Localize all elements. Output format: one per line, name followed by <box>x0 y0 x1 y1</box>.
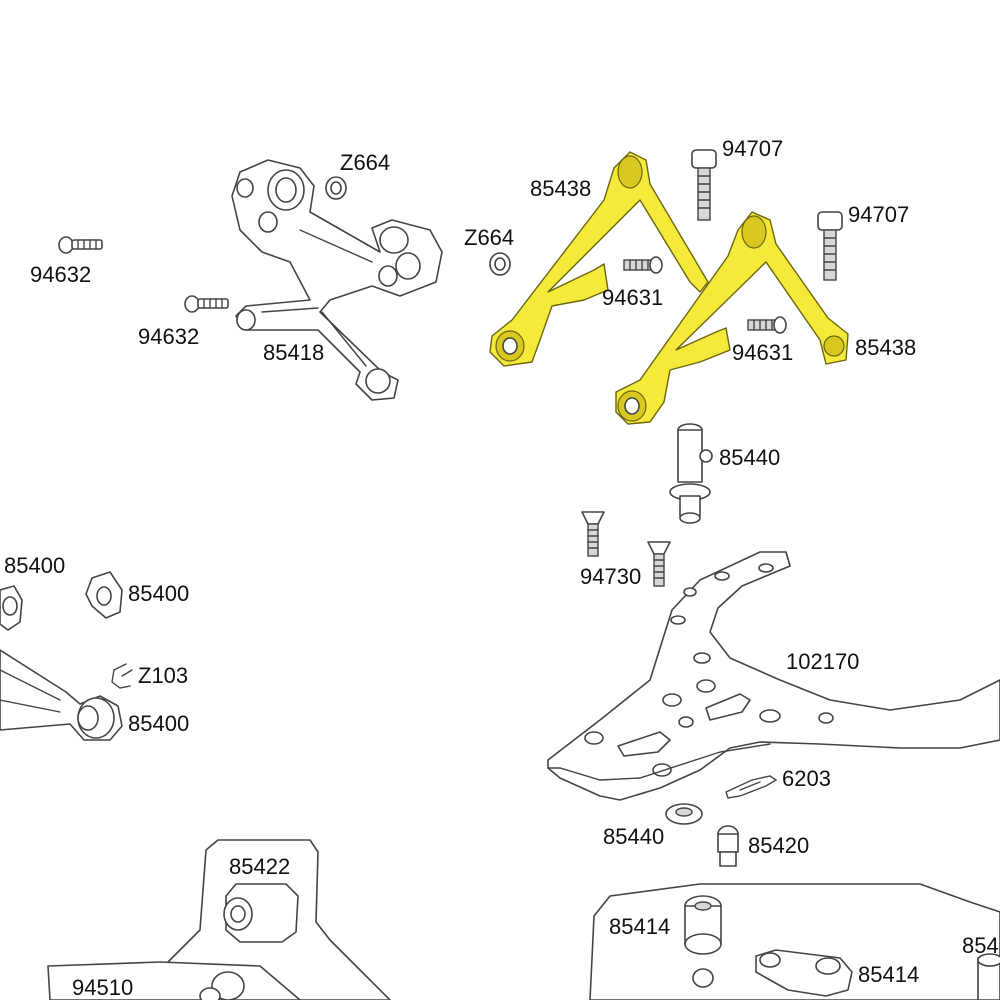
part-94730-screw-a[interactable] <box>581 511 605 557</box>
part-z103-clip[interactable] <box>111 663 133 689</box>
part-85414-post[interactable] <box>684 895 722 988</box>
label-94707-a[interactable]: 94707 <box>722 136 784 161</box>
part-94631-screw-b[interactable] <box>747 316 787 334</box>
label-85418[interactable]: 85418 <box>263 340 325 365</box>
label-85420[interactable]: 85420 <box>748 833 810 858</box>
label-z103[interactable]: Z103 <box>138 663 189 688</box>
label-85414-a[interactable]: 85414 <box>609 914 671 939</box>
part-94632-screw-b[interactable] <box>184 295 229 313</box>
part-94707-screw-a[interactable] <box>691 149 717 221</box>
part-85400-clip-b[interactable] <box>85 571 123 619</box>
label-85400-b[interactable]: 85400 <box>128 581 190 606</box>
part-bottom-right-cut[interactable] <box>977 953 1000 1000</box>
label-85414-b[interactable]: 85414 <box>858 962 920 987</box>
label-85438-b[interactable]: 85438 <box>855 335 917 360</box>
label-94632-a[interactable]: 94632 <box>30 262 92 287</box>
label-cut-partial[interactable]: 854 <box>962 933 999 958</box>
part-94707-screw-b[interactable] <box>817 211 843 281</box>
part-85420-pivot[interactable] <box>717 825 739 867</box>
part-85414-link[interactable] <box>755 949 853 997</box>
part-85418-bracket[interactable] <box>231 159 443 401</box>
part-94632-screw-a[interactable] <box>58 236 103 254</box>
label-94631-a[interactable]: 94631 <box>602 285 664 310</box>
label-94632-b[interactable]: 94632 <box>138 324 200 349</box>
label-85440-b[interactable]: 85440 <box>603 824 665 849</box>
label-85422[interactable]: 85422 <box>229 854 291 879</box>
part-6203-clip[interactable] <box>725 775 778 799</box>
label-85438-a[interactable]: 85438 <box>530 176 592 201</box>
label-85400-c[interactable]: 85400 <box>128 711 190 736</box>
label-94730[interactable]: 94730 <box>580 564 642 589</box>
part-85438-arm-rear[interactable] <box>615 211 849 425</box>
label-z664-a[interactable]: Z664 <box>340 150 391 175</box>
label-102170[interactable]: 102170 <box>786 649 860 674</box>
part-85400-clip-a[interactable] <box>0 585 23 631</box>
part-85400-arm-left[interactable] <box>0 649 123 741</box>
part-94730-screw-b[interactable] <box>647 541 671 587</box>
label-94510[interactable]: 94510 <box>72 975 134 1000</box>
label-6203[interactable]: 6203 <box>782 766 831 791</box>
part-94631-screw-a[interactable] <box>623 256 663 274</box>
part-102170-plate[interactable] <box>547 551 1000 801</box>
part-z664-nut-b[interactable] <box>489 252 511 276</box>
part-z664-nut-a[interactable] <box>325 176 347 200</box>
part-94510-frame[interactable] <box>47 961 301 1000</box>
part-85440-washer[interactable] <box>665 803 703 825</box>
label-85400-a[interactable]: 85400 <box>4 553 66 578</box>
part-85438-arm-front[interactable] <box>489 151 709 367</box>
label-85440-a[interactable]: 85440 <box>719 445 781 470</box>
label-94631-b[interactable]: 94631 <box>732 340 794 365</box>
label-z664-b[interactable]: Z664 <box>464 225 515 250</box>
part-85422-mount[interactable] <box>149 839 391 1000</box>
label-94707-b[interactable]: 94707 <box>848 202 910 227</box>
part-85440-post[interactable] <box>669 423 713 524</box>
